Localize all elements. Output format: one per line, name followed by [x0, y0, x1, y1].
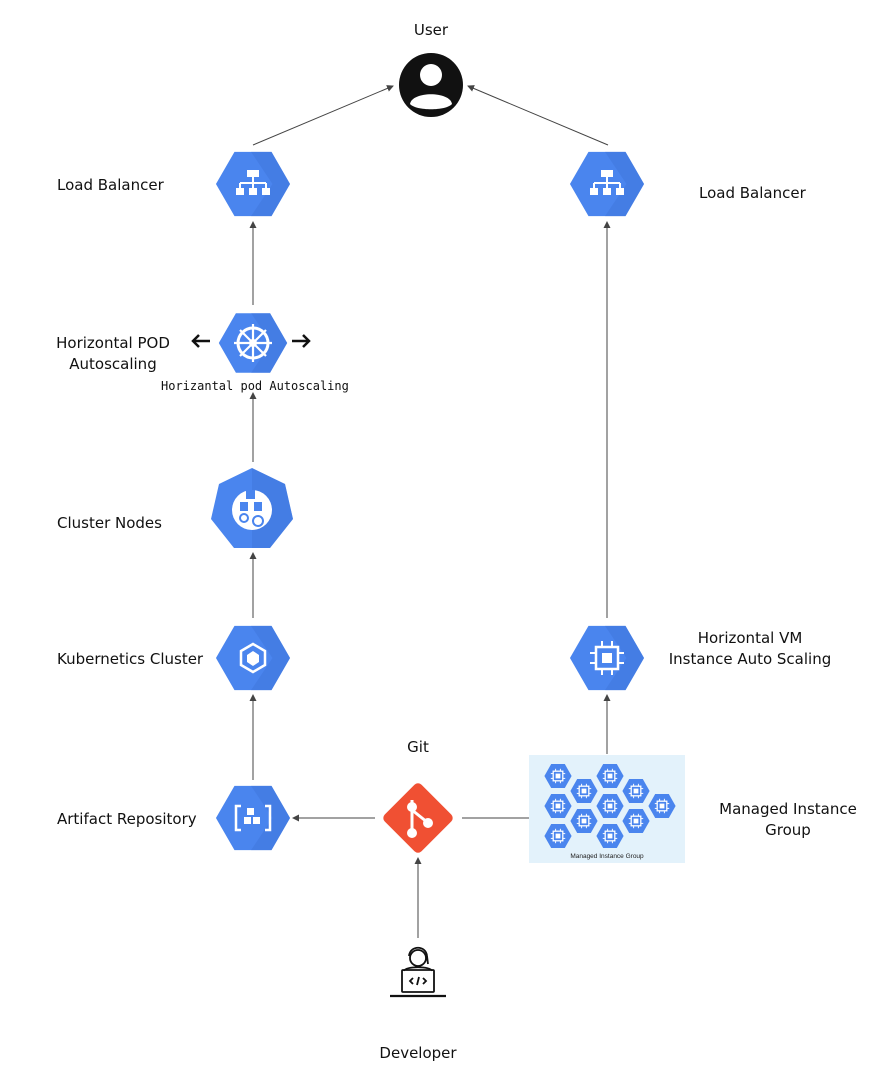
edge-lb-left-to-user — [252, 85, 394, 146]
mig-caption: Managed Instance Group — [570, 853, 644, 860]
scale-left-arrow-icon — [191, 334, 210, 348]
hpa-label: Horizontal POD Autoscaling — [50, 333, 176, 375]
lb-left-label: Load Balancer — [57, 176, 164, 194]
mig-label: Managed Instance Group — [708, 799, 868, 841]
user-label: User — [413, 21, 449, 39]
developer-label: Developer — [379, 1044, 457, 1062]
git-label: Git — [407, 738, 429, 756]
edge-lb-right-to-user — [467, 85, 609, 146]
k8s-cluster-label: Kubernetics Cluster — [57, 650, 204, 668]
artifact-registry-icon — [215, 785, 291, 851]
mig-label-line2: Group — [765, 821, 811, 839]
git-icon — [383, 783, 453, 853]
load-balancer-right-icon — [569, 151, 645, 217]
vm-label-line1: Horizontal VM — [697, 629, 803, 647]
hpa-label-line1: Horizontal POD — [56, 334, 170, 352]
hpa-caption: Horizantal pod Autoscaling — [161, 379, 349, 393]
connectors — [249, 85, 611, 938]
mig-label-line1: Managed Instance — [719, 800, 857, 818]
cluster-nodes-icon — [211, 468, 293, 548]
kubernetes-engine-icon — [215, 625, 291, 691]
kubernetes-helm-icon — [218, 313, 288, 373]
vm-autoscaling-label: Horizontal VM Instance Auto Scaling — [660, 628, 840, 670]
cluster-nodes-label: Cluster Nodes — [57, 514, 162, 532]
artifact-repo-label: Artifact Repository — [57, 810, 197, 828]
user-avatar-icon — [399, 53, 463, 117]
load-balancer-left-icon — [215, 151, 291, 217]
vm-label-line2: Instance Auto Scaling — [668, 650, 832, 668]
scale-right-arrow-icon — [292, 334, 311, 348]
managed-instance-group-icon: Managed Instance Group — [529, 755, 685, 863]
hpa-label-line2: Autoscaling — [69, 355, 157, 373]
compute-engine-icon — [569, 625, 645, 691]
lb-right-label: Load Balancer — [699, 184, 806, 202]
developer-icon — [390, 946, 446, 998]
